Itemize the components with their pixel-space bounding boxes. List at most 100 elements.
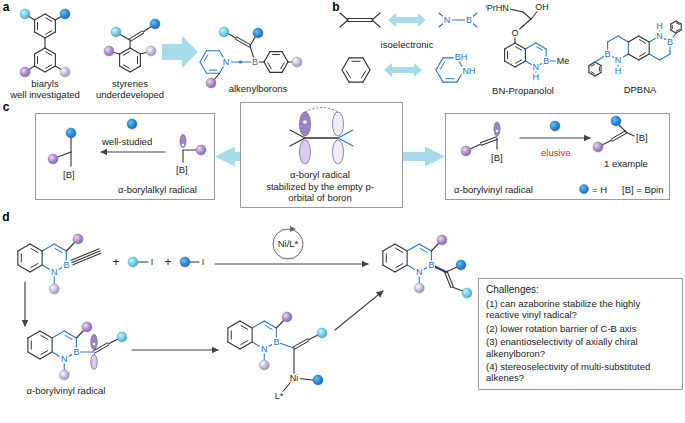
transformation-arrow — [162, 36, 198, 68]
bond-line — [214, 73, 220, 80]
bond-line — [66, 242, 75, 251]
bond-line — [588, 66, 589, 73]
caption-label: alkenylborons — [228, 84, 289, 95]
bond-line — [470, 144, 481, 149]
bond-line — [52, 338, 53, 352]
reaction-arrow — [24, 282, 25, 326]
bond-line — [342, 70, 349, 82]
bond-line — [395, 244, 407, 251]
bond-line — [73, 253, 101, 265]
bond-line — [515, 61, 525, 67]
bond-line — [140, 54, 141, 66]
box-text: [B] — [636, 132, 648, 143]
bond-line — [626, 132, 634, 136]
caption-label: Ni/L* — [277, 239, 300, 250]
bond-line — [591, 64, 594, 66]
bond-line — [436, 58, 443, 70]
atom-label: N — [415, 268, 424, 277]
radical-dot — [303, 120, 307, 124]
substituent-ball — [593, 142, 603, 152]
atom-label: Me — [556, 57, 571, 66]
bond-line — [28, 352, 40, 359]
reaction-arrow — [335, 291, 383, 330]
bond-line — [445, 272, 451, 287]
substituent-ball — [150, 19, 160, 29]
bond-line — [241, 325, 248, 329]
bond-line — [676, 21, 681, 24]
bond-line — [120, 66, 130, 72]
bond-line — [21, 254, 22, 262]
substituent-ball — [219, 27, 229, 37]
atom-label: L* — [274, 392, 285, 401]
substituent-ball — [206, 78, 216, 88]
challenge-item: (4) stereoselectivity of multi-substitut… — [486, 361, 675, 384]
challenge-item: (2) lower rotation barrier of C-B axis — [486, 323, 675, 334]
bond-line — [45, 66, 55, 72]
bond-line — [70, 137, 71, 152]
bond-line — [523, 12, 531, 19]
substituent-ball — [117, 332, 127, 342]
caption-label: α-borylvinyl radical — [26, 386, 107, 397]
substituent-ball — [60, 67, 70, 77]
box-text: stabilized by the empty p-orbital of bor… — [255, 181, 385, 204]
bond-line — [31, 248, 38, 252]
bond-line — [37, 23, 38, 30]
bond-line — [348, 18, 372, 19]
bond-line — [447, 272, 453, 287]
bond-line — [589, 73, 595, 77]
bond-line — [340, 20, 348, 27]
bond-line — [40, 352, 52, 359]
bond-line — [523, 19, 531, 26]
bond-line — [525, 49, 526, 61]
bond-line — [602, 140, 612, 145]
bond-line — [396, 264, 403, 268]
bond-line — [515, 43, 525, 49]
box-text: α-borylvinyl radical — [454, 184, 533, 195]
bond-line — [123, 65, 129, 68]
atom-label: B — [465, 16, 473, 25]
substituent-ball — [253, 28, 263, 38]
bond-line — [183, 149, 197, 150]
bond-line — [231, 331, 232, 339]
bond-line — [237, 37, 251, 45]
substituent-ball — [259, 360, 269, 370]
bond-line — [138, 261, 148, 262]
bond-line — [200, 51, 207, 62]
bond-line — [346, 71, 350, 78]
atom-label: B — [666, 38, 674, 47]
bond-line — [40, 331, 52, 338]
substituent-ball — [313, 375, 323, 385]
caption-label: biaryls — [30, 79, 59, 90]
box-text: elusive — [541, 147, 571, 158]
bond-line — [46, 52, 52, 55]
bond-line — [537, 47, 543, 50]
substituent-ball — [127, 119, 137, 129]
bond-line — [44, 38, 45, 48]
bond-line — [276, 320, 284, 328]
bond-line — [525, 43, 535, 49]
atom-label: N — [614, 56, 623, 65]
panel-letter: d — [1, 211, 10, 225]
p-orbital-lobe — [91, 355, 97, 370]
bond-line — [440, 62, 444, 69]
bond-line — [386, 254, 387, 262]
bond-line — [130, 48, 140, 54]
bond-line — [41, 351, 48, 355]
substituent-ball — [462, 288, 472, 298]
bond-line — [119, 54, 120, 66]
bond-line — [639, 54, 649, 60]
bond-line — [420, 248, 427, 252]
atom-label: B — [251, 58, 259, 67]
bond-line — [123, 52, 129, 55]
bond-line — [30, 244, 42, 251]
bond-line — [55, 20, 56, 32]
bond-line — [18, 265, 30, 272]
bond-line — [672, 25, 673, 28]
bond-line — [628, 36, 638, 42]
box-text: = H — [592, 184, 607, 195]
box-text: [B] = Bpin — [622, 184, 663, 195]
plus-sign: + — [111, 256, 120, 268]
bond-line — [308, 335, 318, 340]
